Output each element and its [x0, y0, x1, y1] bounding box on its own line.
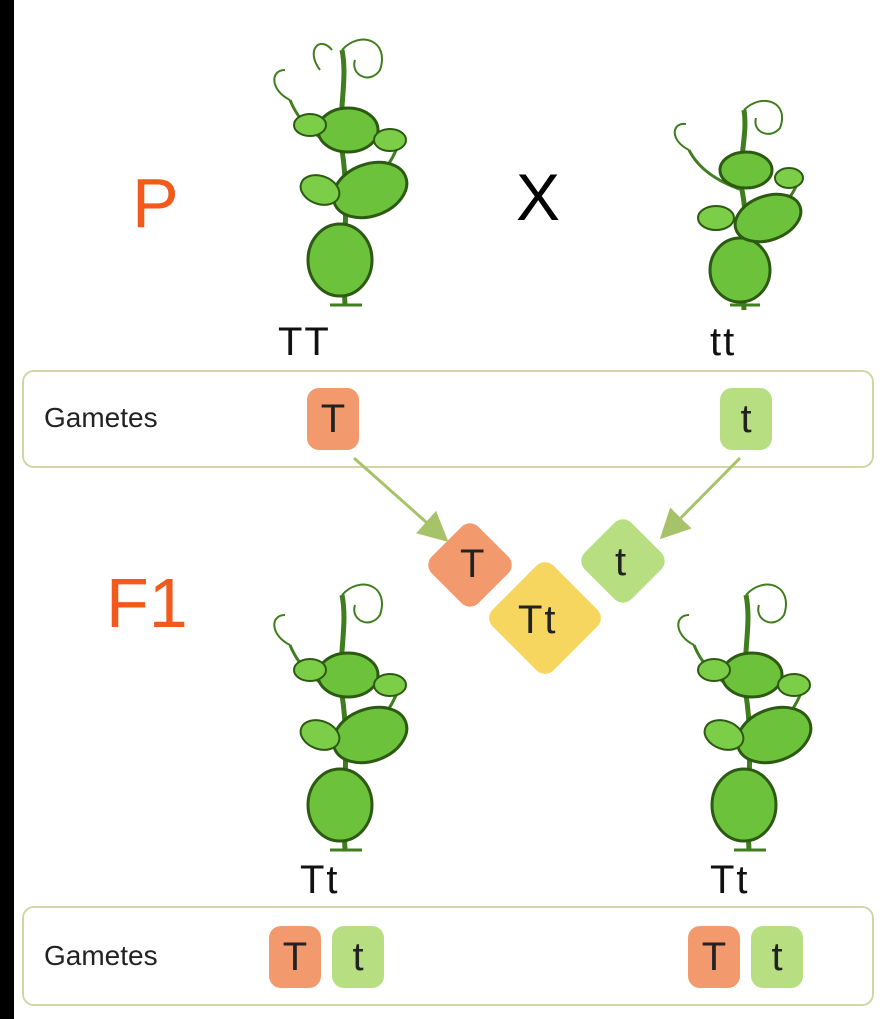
arrow-left — [353, 456, 449, 542]
arrow-right — [659, 456, 742, 540]
cross-symbol: X — [516, 160, 561, 234]
gamete-allele: t — [771, 934, 783, 979]
gamete-recessive: t — [332, 926, 384, 988]
diagram-canvas: P X F1 TT tt Gametes T t T t Tt Tt Tt Ga… — [14, 0, 882, 1019]
gamete-dominant: T — [688, 926, 740, 988]
generation-label-p: P — [132, 164, 179, 242]
gamete-allele: T — [320, 396, 346, 441]
offspring-plant-left — [273, 583, 409, 852]
parent-genotype-left: TT — [278, 320, 331, 364]
offspring-genotype-right: Tt — [710, 858, 750, 902]
fusion-allele-dominant: T — [460, 542, 487, 586]
offspring-genotype-left: Tt — [300, 858, 340, 902]
gamete-allele: T — [282, 934, 308, 979]
gamete-allele: T — [701, 934, 727, 979]
parent-plant-tall — [273, 38, 409, 307]
gamete-dominant: T — [307, 388, 359, 450]
generation-label-f1: F1 — [106, 564, 188, 642]
zygote-genotype: Tt — [518, 598, 558, 642]
fusion-allele-recessive: t — [615, 540, 629, 584]
gametes-box-parental: Gametes T t — [22, 370, 874, 468]
gametes-label: Gametes — [44, 402, 158, 433]
fertilization-arrows — [353, 456, 742, 542]
parent-plant-short — [673, 100, 804, 311]
gamete-recessive: t — [720, 388, 772, 450]
gamete-allele: t — [740, 396, 752, 441]
gamete-recessive: t — [751, 926, 803, 988]
gametes-box-f1: Gametes T t T t — [22, 906, 874, 1006]
gamete-dominant: T — [269, 926, 321, 988]
gamete-allele: t — [352, 934, 364, 979]
gametes-label: Gametes — [44, 940, 158, 971]
parent-genotype-right: tt — [710, 320, 737, 364]
offspring-plant-right — [677, 583, 813, 852]
